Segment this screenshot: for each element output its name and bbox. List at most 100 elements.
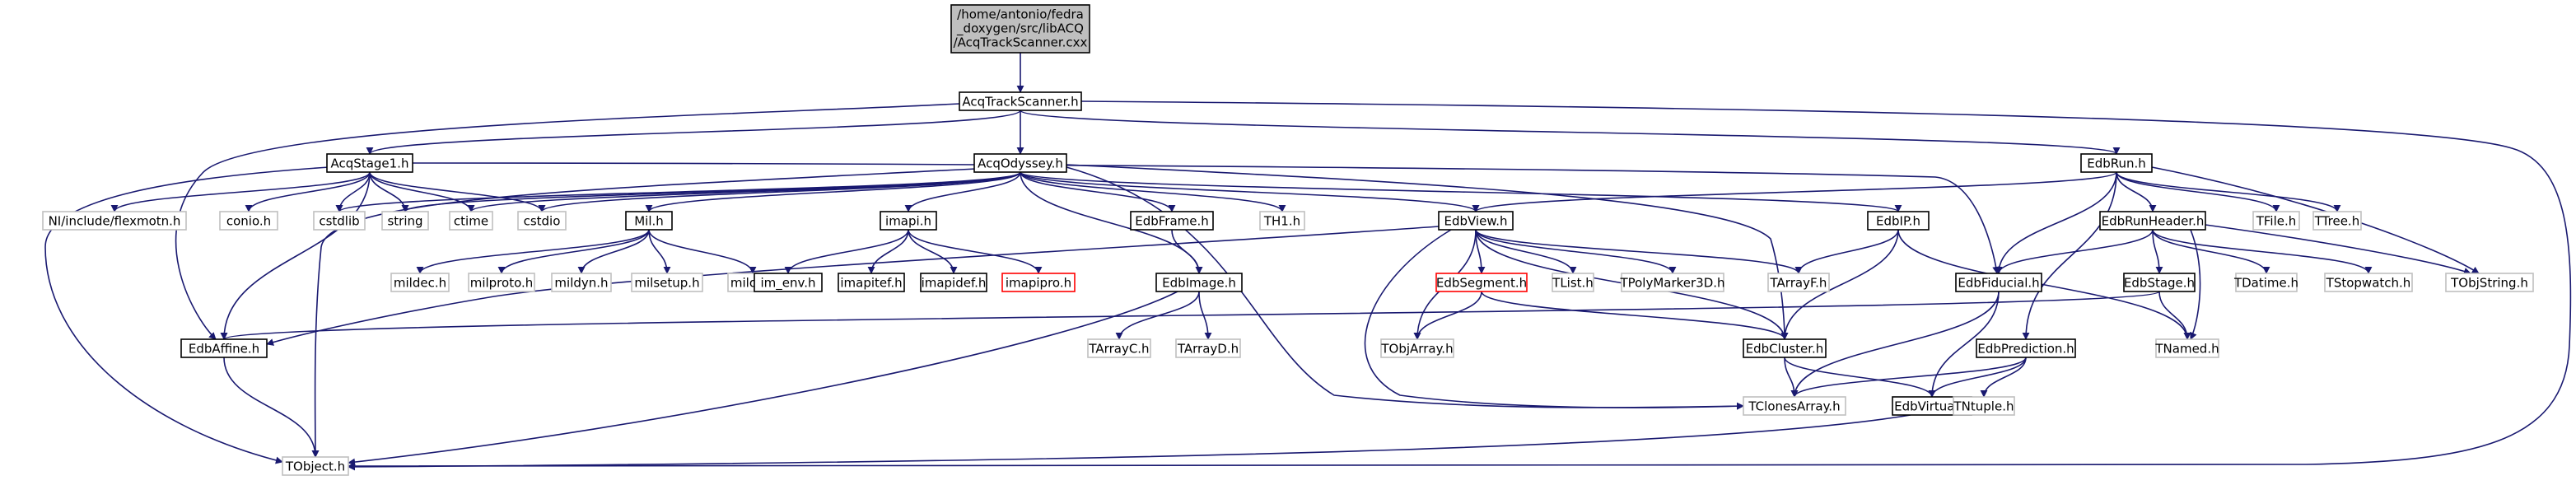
node-edbaffine-h[interactable]: EdbAffine.h: [180, 338, 268, 358]
node-label: TTree.h: [2314, 214, 2359, 229]
node-box: [1130, 211, 1214, 231]
node-box: [1953, 396, 2015, 416]
node-label: EdbRunHeader.h: [2102, 214, 2205, 229]
edge-arrow: [1364, 229, 1744, 410]
node-edbcluster-h[interactable]: EdbCluster.h: [1743, 338, 1827, 358]
node-edbrun-h[interactable]: EdbRun.h: [2080, 153, 2153, 173]
node-acqtrackscanner-h[interactable]: AcqTrackScanner.h: [959, 91, 1082, 111]
node-label: TArrayC.h: [1088, 342, 1149, 357]
node-tobject-h: TObject.h: [282, 456, 349, 476]
edge-acqodyssey-h-to-cstdio: [538, 171, 1021, 212]
node-box: [1438, 211, 1514, 231]
edge-acqstage1-h-to-flexmotn-h: [110, 171, 371, 212]
edge-edbprediction-h-to-edbvirtual-h: [1928, 357, 2027, 398]
node-label: AcqStage1.h: [331, 156, 409, 171]
node-label: conio.h: [226, 214, 271, 229]
node-box: [880, 211, 937, 231]
edge-arrow: [369, 171, 546, 212]
node-label: EdbAffine.h: [189, 342, 259, 357]
node-box: [2324, 273, 2413, 292]
edge-arrow: [1780, 229, 1899, 340]
edge-arrow: [2152, 229, 2373, 274]
node-conio-h: conio.h: [219, 211, 278, 231]
node-edbimage-h[interactable]: EdbImage.h: [1155, 273, 1243, 292]
edge-edbrun-h-to-ttree-h: [2116, 171, 2341, 212]
node-box: [838, 273, 905, 292]
node-imapitef-h[interactable]: imapitef.h: [838, 273, 905, 292]
node-label: EdbFiducial.h: [1958, 276, 2039, 291]
node-label: imapidef.h: [922, 276, 987, 291]
node-box: [551, 273, 612, 292]
edge-arrow: [221, 291, 2160, 340]
edge-arrow: [416, 229, 650, 274]
node-imapidef-h[interactable]: imapidef.h: [920, 273, 987, 292]
node-edbprediction-h[interactable]: EdbPrediction.h: [1976, 338, 2076, 358]
node-label: EdbCluster.h: [1746, 342, 1824, 357]
edge-acqodyssey-h-to-ctime: [467, 171, 1021, 212]
edge-edbrun-h-to-edbview-h: [1472, 171, 2117, 212]
node-edbstage-h[interactable]: EdbStage.h: [2123, 273, 2196, 292]
node-box: [1380, 338, 1454, 358]
node-milsetup-h: milsetup.h: [631, 273, 703, 292]
node-acqstage1-h[interactable]: AcqStage1.h: [326, 153, 413, 173]
node-label: EdbView.h: [1444, 214, 1507, 229]
node-box: [381, 211, 429, 231]
edge-edbfiducial-h-to-tclonesarray-h: [1790, 291, 2000, 398]
node-imapipro-h[interactable]: imapipro.h: [1001, 273, 1076, 292]
node-label: Mil.h: [634, 214, 664, 229]
node-tarrayd-h: TArrayD.h: [1175, 338, 1241, 358]
edge-arrow: [369, 171, 475, 212]
node-tarrayc-h: TArrayC.h: [1087, 338, 1151, 358]
node-box: [326, 153, 413, 173]
node-ctime: ctime: [449, 211, 493, 231]
edge-arrow: [1066, 164, 1789, 340]
node-box: [219, 211, 278, 231]
edge-arrow: [2116, 171, 2157, 212]
node-label: mildec.h: [394, 276, 446, 291]
node-tclonesarray-h: TClonesArray.h: [1743, 396, 1846, 416]
node-im-env-h[interactable]: im_env.h: [754, 273, 823, 292]
node-edbframe-h[interactable]: EdbFrame.h: [1130, 211, 1214, 231]
node-label: mildyn.h: [554, 276, 608, 291]
edge-edbstage-h-to-tnamed-h: [2158, 291, 2191, 340]
node-label: TArrayF.h: [1770, 276, 1827, 291]
edge-arrow: [1472, 171, 2117, 212]
edge-acqodyssey-h-to-string: [401, 171, 1021, 212]
node-edbip-h[interactable]: EdbIP.h: [1867, 211, 1930, 231]
edge-edbrunheader-h-to-tstopwatch-h: [2152, 229, 2373, 274]
node-box: [42, 211, 187, 231]
node-box: [1001, 273, 1076, 292]
edge-acqodyssey-h-to-edbview-h: [1020, 171, 1480, 212]
node-tarrayf-h: TArrayF.h: [1767, 273, 1830, 292]
edge-arrow: [1790, 291, 2000, 398]
edge-arrow: [1475, 229, 1677, 274]
edge-arrow: [577, 229, 650, 274]
edge-edbrunheader-h-to-tobjstring-h: [2205, 224, 2471, 275]
edge-edbframe-h-to-edbimage-h: [1171, 229, 1203, 274]
node-edbfiducial-h[interactable]: EdbFiducial.h: [1955, 273, 2042, 292]
node-acqodyssey-h[interactable]: AcqOdyssey.h: [973, 153, 1067, 173]
edge-edbrunheader-h-to-edbstage-h: [2152, 229, 2163, 274]
node-edbview-h[interactable]: EdbView.h: [1438, 211, 1514, 231]
node-label: EdbImage.h: [1162, 276, 1236, 291]
edge-arrow: [348, 414, 1911, 471]
node-box: [754, 273, 823, 292]
node-milproto-h: milproto.h: [468, 273, 535, 292]
edge-edbip-h-to-tnamed-h: [1897, 229, 2191, 340]
edge-edbip-h-to-tarrayf-h: [1794, 229, 1899, 274]
node-tobjarray-h: TObjArray.h: [1380, 338, 1454, 358]
edge-mil-h-to-mildyn-h: [577, 229, 650, 274]
node-box: [973, 153, 1067, 173]
node-box: [1435, 273, 1528, 292]
node-imapi-h[interactable]: imapi.h: [880, 211, 937, 231]
edge-acqtrackscanner-h-to-acqstage1-h: [366, 110, 1021, 155]
edge-acqodyssey-h-to-imapi-h: [904, 171, 1021, 212]
edge-arrow: [2116, 171, 2280, 212]
node-edbrunheader-h[interactable]: EdbRunHeader.h: [2099, 211, 2206, 231]
edge-edbrun-h-to-edbprediction-h: [2022, 171, 2117, 340]
edge-imapi-h-to-imapitef-h: [867, 229, 909, 274]
node-mil-h[interactable]: Mil.h: [625, 211, 673, 231]
edge-arrow: [2190, 229, 2201, 340]
node-edbsegment-h[interactable]: EdbSegment.h: [1435, 273, 1528, 292]
edge-mil-h-to-milos-h: [648, 229, 757, 274]
